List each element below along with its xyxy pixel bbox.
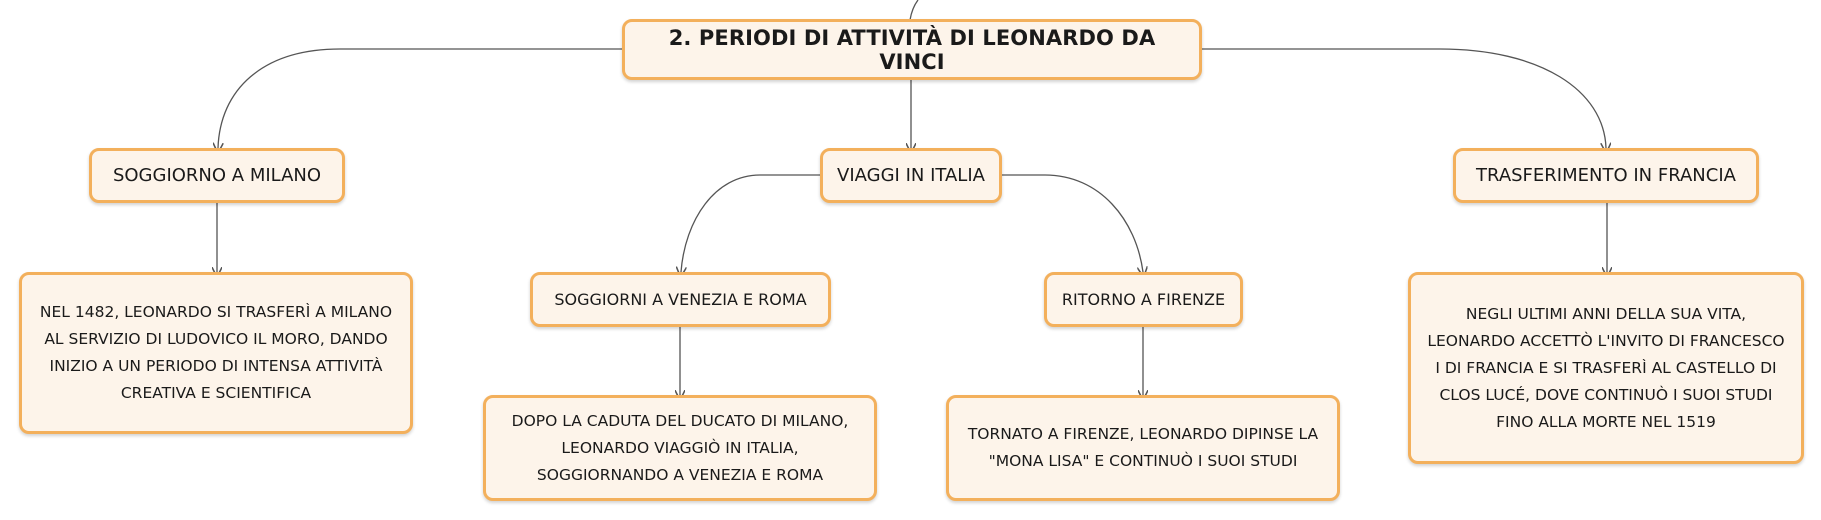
milano-label: SOGGIORNO A MILANO [112,165,322,186]
milano-detail-node[interactable]: NEL 1482, LEONARDO SI TRASFERÌ A MILANO … [19,272,413,434]
root-label: 2. PERIODI DI ATTIVITÀ DI LEONARDO DA VI… [668,25,1156,74]
francia-detail-node[interactable]: NEGLI ULTIMI ANNI DELLA SUA VITA, LEONAR… [1408,272,1804,464]
viaggi-node[interactable]: VIAGGI IN ITALIA [820,148,1002,203]
connector-root-milano [218,48,622,148]
connector-incoming [909,0,919,21]
firenze-node[interactable]: RITORNO A FIRENZE [1044,272,1243,327]
firenze-detail-text: TORNATO A FIRENZE, LEONARDO DIPINSE LA "… [967,425,1319,470]
connector-root-francia [1202,48,1606,148]
francia-detail-text: NEGLI ULTIMI ANNI DELLA SUA VITA, LEONAR… [1427,304,1785,431]
milano-node[interactable]: SOGGIORNO A MILANO [89,148,345,203]
venezia-label: SOGGIORNI A VENEZIA E ROMA [554,290,807,309]
venezia-detail-node[interactable]: DOPO LA CADUTA DEL DUCATO DI MILANO, LEO… [483,395,877,501]
milano-detail-text: NEL 1482, LEONARDO SI TRASFERÌ A MILANO … [39,303,393,402]
firenze-detail-node[interactable]: TORNATO A FIRENZE, LEONARDO DIPINSE LA "… [946,395,1340,501]
connector-viaggi-firenze [1002,174,1143,272]
francia-label: TRASFERIMENTO IN FRANCIA [1476,165,1736,186]
francia-node[interactable]: TRASFERIMENTO IN FRANCIA [1453,148,1759,203]
connector-viaggi-venezia [681,174,820,272]
venezia-node[interactable]: SOGGIORNI A VENEZIA E ROMA [530,272,831,327]
root-node[interactable]: 2. PERIODI DI ATTIVITÀ DI LEONARDO DA VI… [622,19,1202,80]
venezia-detail-text: DOPO LA CADUTA DEL DUCATO DI MILANO, LEO… [511,411,849,484]
firenze-label: RITORNO A FIRENZE [1061,290,1226,309]
viaggi-label: VIAGGI IN ITALIA [837,165,985,186]
